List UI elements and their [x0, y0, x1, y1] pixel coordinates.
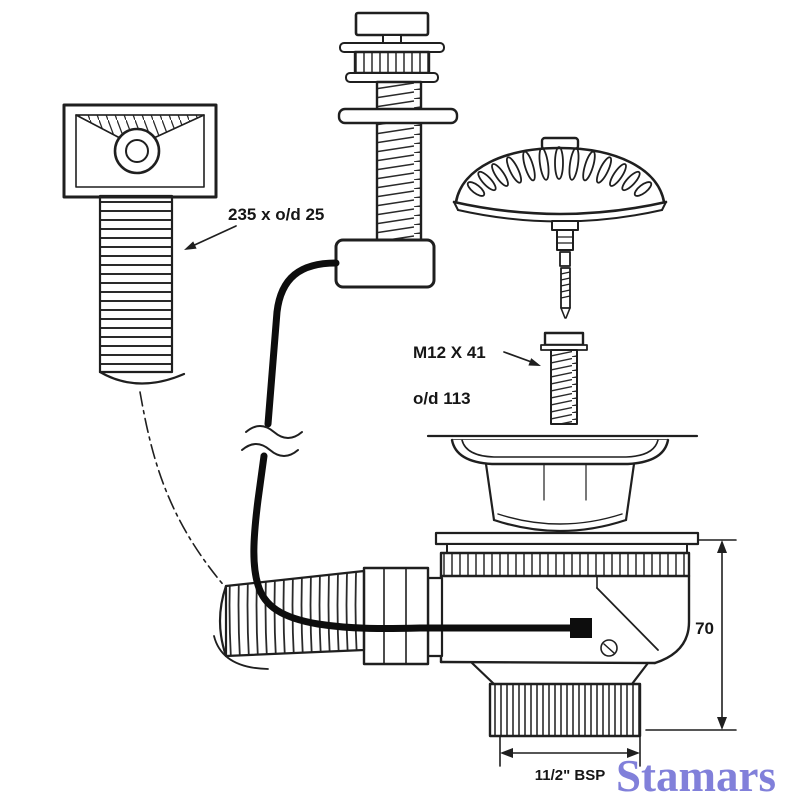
arrowhead	[500, 748, 513, 758]
arrowhead	[528, 358, 541, 366]
overflow-body	[334, 238, 436, 289]
label-bolt-dim: M12 X 41	[413, 343, 541, 366]
outlet-thread	[488, 682, 642, 738]
basket-strainer	[452, 136, 668, 319]
strainer-bowl	[450, 438, 670, 533]
overflow-hose-dim-text: 235 x o/d 25	[228, 205, 324, 224]
compression-nut	[362, 566, 444, 666]
bolt-dim-text: M12 X 41	[413, 343, 486, 362]
cable-end-fitting	[570, 618, 592, 638]
mounting-flange	[434, 531, 700, 554]
arrowhead	[627, 748, 640, 758]
label-overflow-hose-dim: 235 x o/d 25	[184, 205, 324, 250]
strainer-slots	[466, 146, 653, 197]
overflow-plate	[62, 103, 218, 199]
flange-diameter-text: o/d 113	[413, 389, 471, 408]
break-mark	[241, 443, 299, 457]
dimension-thread: 11/2" BSP	[499, 736, 641, 784]
waste-body	[439, 551, 691, 686]
watermark-text: Stamars	[616, 751, 776, 800]
outlet-thread-text: 11/2" BSP	[535, 767, 606, 784]
dimension-height: 70	[645, 539, 737, 731]
control-cable	[241, 259, 592, 638]
strainer-stem	[551, 220, 579, 319]
break-mark	[245, 425, 303, 439]
overflow-screw-assembly	[337, 11, 459, 242]
arrowhead	[717, 540, 727, 553]
arrowhead	[184, 241, 197, 250]
body-height-text: 70	[695, 619, 714, 638]
fixing-bolt	[540, 331, 588, 425]
hose-centerline	[139, 391, 227, 589]
overflow-hose	[98, 194, 186, 385]
arrowhead	[717, 717, 727, 730]
